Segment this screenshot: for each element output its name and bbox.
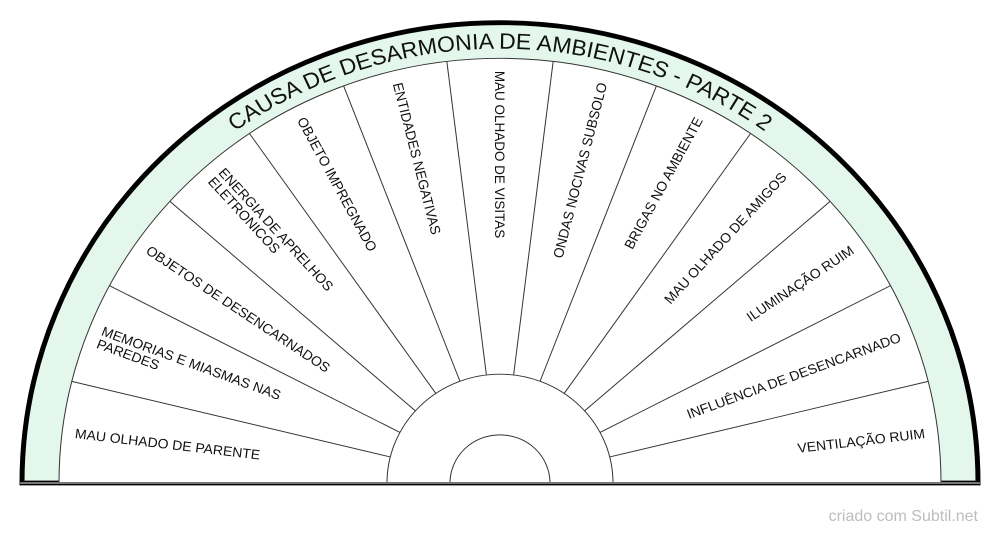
sector-divider (599, 285, 891, 433)
sector-divider (169, 201, 416, 412)
sector-divider (563, 133, 751, 394)
sector-label-line: MAU OLHADO DE VISITAS (492, 71, 507, 238)
hub-arc (449, 434, 551, 484)
sector-divider (609, 380, 929, 458)
sector-divider (446, 61, 487, 376)
sector-divider (343, 85, 461, 382)
sector-label: MAU OLHADO DE VISITAS (492, 71, 507, 238)
sector-divider (513, 61, 554, 376)
sector-divider (539, 85, 657, 382)
sector-dividers (71, 61, 929, 458)
sector-divider (584, 201, 831, 412)
title-band (58, 57, 942, 484)
sector-divider (109, 285, 401, 433)
sector-divider (71, 380, 391, 458)
watermark: criado com Subtil.net (828, 508, 978, 525)
sector-divider (249, 133, 437, 394)
inner-arc (386, 373, 614, 484)
